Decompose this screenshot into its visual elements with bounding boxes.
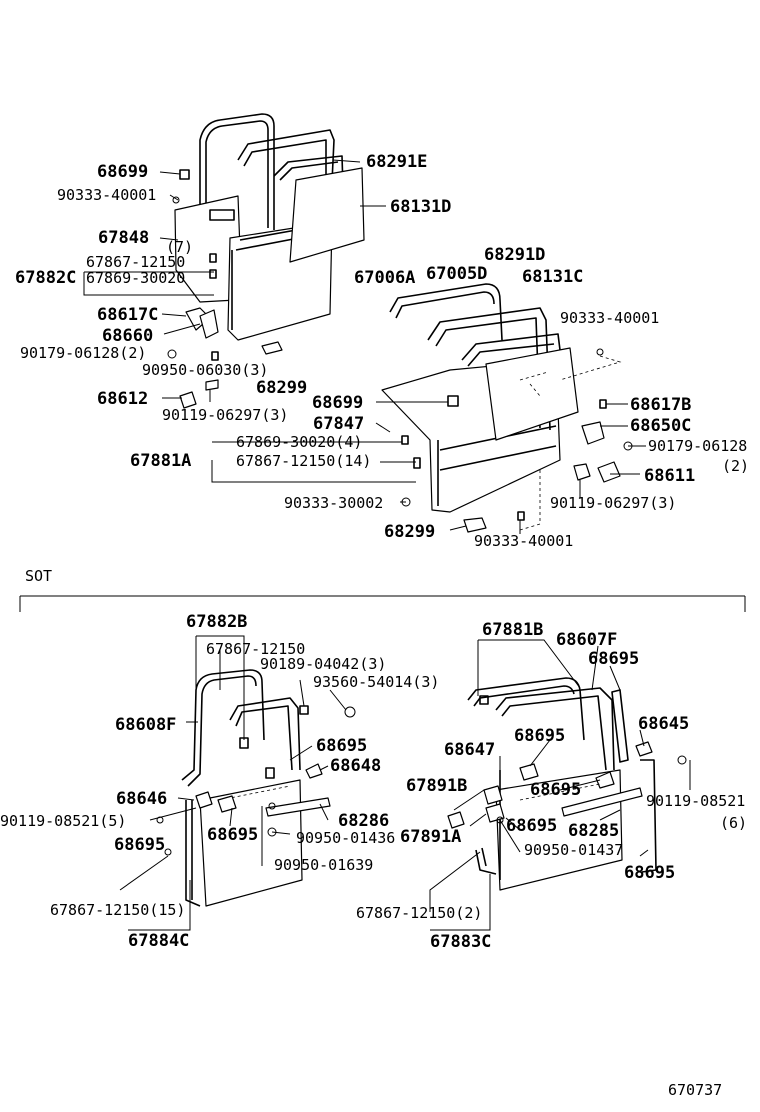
label-68699-b: 68699: [312, 393, 363, 413]
label-90119-08521-5: 90119-08521(5): [0, 812, 126, 830]
label-90189-04042-3: 90189-04042(3): [260, 655, 386, 673]
label-68608F: 68608F: [115, 715, 176, 735]
label-sot: SOT: [25, 567, 52, 585]
label-67891A: 67891A: [400, 827, 461, 847]
label-67882C: 67882C: [15, 268, 76, 288]
label-90950-06030-3: 90950-06030(3): [142, 361, 268, 379]
label-qty-6: (6): [720, 814, 747, 832]
label-67867-12150-a: 67867-12150: [86, 253, 185, 271]
label-67848-qty: (7): [166, 238, 193, 256]
callout-labels: 68699 90333-40001 68291E 68131D 67848 (7…: [0, 152, 749, 1099]
lower-rear-weatherstrip: [447, 677, 687, 891]
label-67881B: 67881B: [482, 620, 543, 640]
label-68299-a: 68299: [256, 378, 307, 398]
label-68695-e: 68695: [506, 816, 557, 836]
label-68695-c: 68695: [316, 736, 367, 756]
label-qty-2-a: (2): [722, 457, 749, 475]
label-90333-40001-a: 90333-40001: [57, 186, 156, 204]
label-68131D: 68131D: [390, 197, 451, 217]
label-68660: 68660: [102, 326, 153, 346]
label-67891B: 67891B: [406, 776, 467, 796]
label-68699-a: 68699: [97, 162, 148, 182]
label-67869-30020-a: 67869-30020: [86, 269, 185, 287]
sot-section-bracket: [19, 595, 746, 612]
label-90119-06297-b: 90119-06297(3): [550, 494, 676, 512]
label-68611: 68611: [644, 466, 695, 486]
label-68291E: 68291E: [366, 152, 427, 172]
label-67884C: 67884C: [128, 931, 189, 951]
label-67867-12150-2: 67867-12150(2): [356, 904, 482, 922]
label-67848: 67848: [98, 228, 149, 248]
label-90333-40001-b: 90333-40001: [560, 309, 659, 327]
label-68695-g: 68695: [114, 835, 165, 855]
label-90119-06297-a: 90119-06297(3): [162, 406, 288, 424]
label-90333-30002: 90333-30002: [284, 494, 383, 512]
label-90179-06128-b: 90179-06128: [648, 437, 747, 455]
label-90179-06128-2: 90179-06128(2): [20, 344, 146, 362]
rear-door-assembly: [381, 283, 633, 533]
label-68291D: 68291D: [484, 245, 545, 265]
label-67867-12150-15: 67867-12150(15): [50, 901, 185, 919]
label-68695-h: 68695: [624, 863, 675, 883]
label-68646: 68646: [116, 789, 167, 809]
label-68286: 68286: [338, 811, 389, 831]
label-68612: 68612: [97, 389, 148, 409]
label-67869-30020-4: 67869-30020(4): [236, 433, 362, 451]
label-67847: 67847: [313, 414, 364, 434]
label-68695-a: 68695: [588, 649, 639, 669]
label-90950-01436: 90950-01436: [296, 829, 395, 847]
label-68695-f: 68695: [207, 825, 258, 845]
label-68648: 68648: [330, 756, 381, 776]
upper-leader-lines: [83, 159, 646, 534]
label-68650C: 68650C: [630, 416, 691, 436]
lower-leader-lines: [119, 635, 691, 931]
label-68617C: 68617C: [97, 305, 158, 325]
label-67882B: 67882B: [186, 612, 247, 632]
label-90950-01437: 90950-01437: [524, 841, 623, 859]
label-68645: 68645: [638, 714, 689, 734]
label-90119-08521-a: 90119-08521: [646, 792, 745, 810]
label-90333-40001-c: 90333-40001: [474, 532, 573, 550]
label-68617B: 68617B: [630, 395, 691, 415]
label-93560-54014-3: 93560-54014(3): [313, 673, 439, 691]
label-68299-b: 68299: [384, 522, 435, 542]
label-67867-12150-14: 67867-12150(14): [236, 452, 371, 470]
label-68285: 68285: [568, 821, 619, 841]
label-67881A: 67881A: [130, 451, 191, 471]
label-67006A: 67006A: [354, 268, 415, 288]
figure-number: 670737: [668, 1081, 722, 1099]
label-68695-d: 68695: [530, 780, 581, 800]
label-67005D: 67005D: [426, 264, 487, 284]
front-door-assembly: [167, 113, 365, 409]
label-68695-b: 68695: [514, 726, 565, 746]
label-90950-01639: 90950-01639: [274, 856, 373, 874]
label-68647: 68647: [444, 740, 495, 760]
label-67867-12150-b: 67867-12150: [206, 640, 305, 658]
label-67883C: 67883C: [430, 932, 491, 952]
label-68131C: 68131C: [522, 267, 583, 287]
label-68607F: 68607F: [556, 630, 617, 650]
